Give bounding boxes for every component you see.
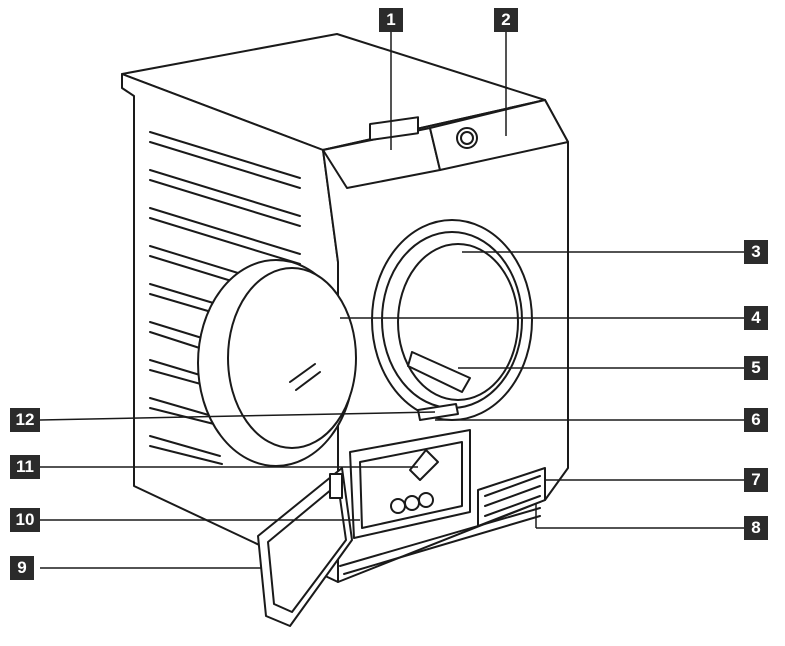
callout-4: 4 [744,306,768,330]
drum-opening [371,219,533,421]
callout-1: 1 [379,8,403,32]
callout-11: 11 [10,455,40,479]
heat-exchanger-lock [409,449,439,481]
leader-lines [39,32,744,569]
callout-2: 2 [494,8,518,32]
callout-7: 7 [744,468,768,492]
filter-slot [417,403,459,421]
cover-hinge [329,473,343,499]
exchanger-knob-a [390,498,406,514]
callout-10: 10 [10,508,40,532]
door-glass [227,267,357,449]
callout-6: 6 [744,408,768,432]
base-vents [484,475,541,517]
bottom-grille [339,507,541,575]
callout-5: 5 [744,356,768,380]
exchanger-knob-c [418,492,434,508]
drawer-handle [369,116,419,142]
exchanger-knob-b [404,495,420,511]
callout-8: 8 [744,516,768,540]
program-knob [456,127,478,149]
heat-exchanger-cover [257,467,353,627]
drum-rib [407,351,471,393]
callout-3: 3 [744,240,768,264]
callout-12: 12 [10,408,40,432]
callout-9: 9 [10,556,34,580]
